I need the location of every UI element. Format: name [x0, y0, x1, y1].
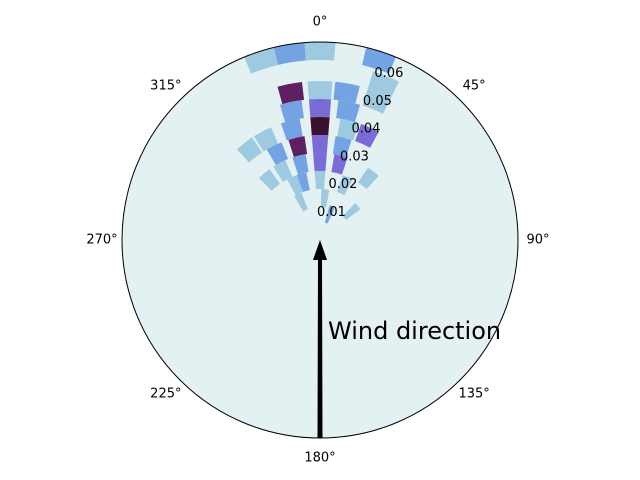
heatmap-bin-13 — [337, 118, 360, 141]
heatmap-bin-22 — [313, 152, 327, 172]
heatmap-bin-35 — [324, 205, 335, 224]
heatmap-bin-34 — [342, 203, 361, 220]
heatmap-bin-30 — [287, 174, 303, 196]
theta-tick-label-4: 180° — [304, 451, 335, 466]
heatmap-bin-7 — [333, 81, 360, 104]
radial-tick-label-0: 0.01 — [317, 205, 346, 220]
heatmap-bin-20 — [288, 136, 308, 158]
radial-tick-labels: 0.01 0.02 0.03 0.04 0.05 0.06 — [317, 66, 403, 220]
heatmap-bin-6 — [307, 81, 333, 100]
radial-tick-label-4: 0.05 — [363, 94, 392, 109]
radial-tick-label-2: 0.03 — [340, 149, 369, 164]
heatmap-bin-8 — [277, 82, 305, 105]
radial-tick-label-1: 0.02 — [328, 177, 357, 192]
wind-direction-arrow — [313, 240, 327, 438]
theta-tick-label-5: 225° — [150, 387, 181, 402]
heatmap-bin-23 — [331, 154, 348, 175]
heatmap-bin-9 — [308, 98, 332, 118]
theta-tick-labels: 0° 45° 90° 135° 180° 225° 270° 315° — [86, 15, 549, 466]
heatmap-bin-1 — [273, 42, 306, 65]
wind-direction-annotation: Wind direction — [328, 317, 501, 345]
heatmap-bin-17 — [236, 137, 263, 163]
heatmap-bin-26 — [259, 169, 280, 191]
heatmap-bin-25 — [273, 160, 293, 182]
heatmap-bin-15 — [280, 118, 303, 141]
heatmap-bin-33 — [320, 189, 330, 208]
heatmap-bin-11 — [279, 100, 304, 123]
heatmap-bin-14 — [355, 124, 379, 148]
heatmap-bin-29 — [295, 172, 310, 193]
heatmap-bin-12 — [310, 117, 330, 136]
heatmap-bin-24 — [292, 154, 309, 175]
radial-tick-label-3: 0.04 — [351, 122, 380, 137]
theta-tick-label-7: 315° — [150, 78, 181, 93]
heatmap-bin-28 — [314, 171, 326, 190]
heatmap-bin-10 — [336, 100, 361, 123]
heatmap-bin-27 — [358, 167, 379, 190]
theta-tick-label-6: 270° — [86, 233, 117, 248]
heatmap-bin-4 — [367, 71, 399, 98]
heatmap-bin-31 — [337, 174, 353, 196]
theta-tick-label-3: 135° — [458, 387, 489, 402]
heatmap-bin-16 — [253, 127, 279, 152]
heatmap-bin-0 — [304, 41, 336, 61]
heatmap-bin-18 — [311, 135, 329, 154]
heatmap-bin-32 — [294, 192, 308, 212]
theta-tick-label-1: 45° — [463, 78, 486, 93]
theta-tick-label-2: 90° — [526, 233, 549, 248]
theta-tick-label-0: 0° — [313, 15, 328, 30]
arrow-shaft — [313, 240, 327, 438]
heatmap-bin-5 — [362, 88, 391, 114]
heatmap-bin-21 — [266, 142, 289, 166]
radial-tick-label-5: 0.06 — [374, 66, 403, 81]
heatmap-bins — [236, 41, 399, 224]
heatmap-bin-19 — [332, 136, 352, 158]
